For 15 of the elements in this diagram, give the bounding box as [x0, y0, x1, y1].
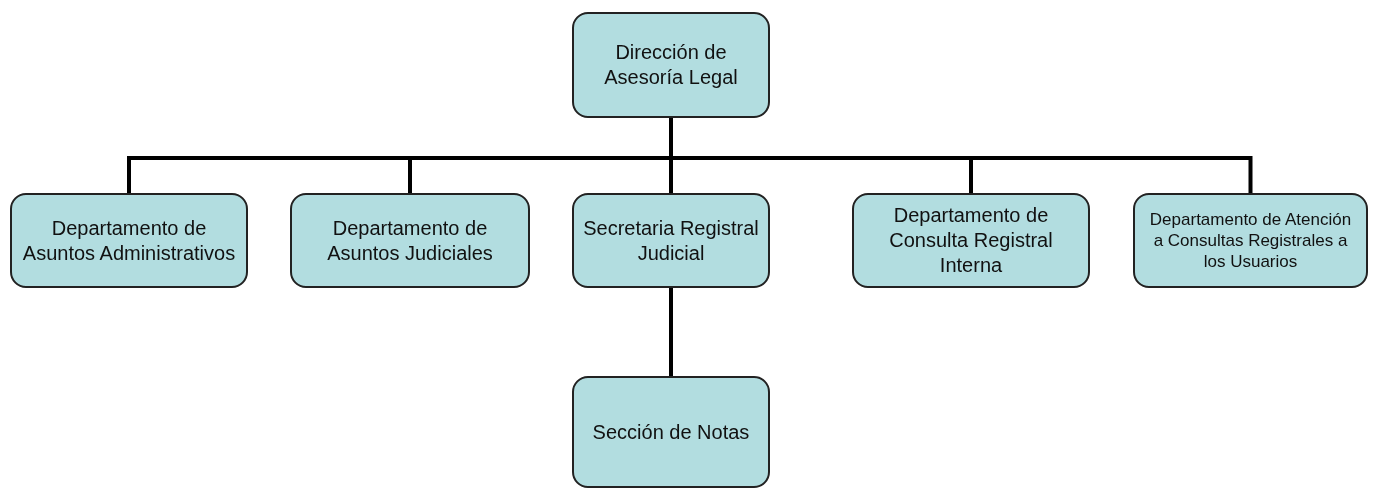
box-label: Secretaria Registral Judicial [582, 215, 760, 266]
org-box [10, 193, 248, 288]
org-box [852, 193, 1090, 288]
org-box [572, 193, 770, 288]
box-label: Departamento de Asuntos Administrativos [21, 215, 237, 266]
box-label: Sección de Notas [592, 419, 750, 445]
box-label: Departamento de Asuntos Judiciales [326, 215, 494, 266]
box-label: Departamento de Atención a Consultas Registrales a los Usuarios [1148, 208, 1353, 273]
org-box [290, 193, 530, 288]
box-label: Departamento de Consulta Registral Interna [888, 203, 1054, 278]
org-box [572, 12, 770, 118]
connector-line [669, 288, 673, 376]
org-box [1133, 193, 1368, 288]
org-box [572, 376, 770, 488]
box-label: Dirección de Asesoría Legal [603, 40, 739, 90]
